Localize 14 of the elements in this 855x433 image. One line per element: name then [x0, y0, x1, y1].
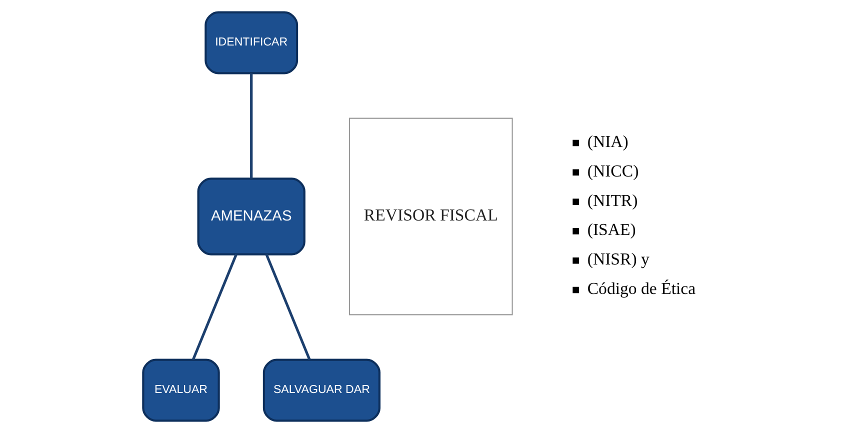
connector	[250, 73, 253, 179]
connector	[192, 254, 238, 360]
label: Código de Ética	[587, 278, 696, 298]
label: (NICC)	[587, 161, 639, 180]
label: (NITR)	[587, 190, 638, 210]
node-box: SALVAGUAR DAR	[262, 358, 380, 422]
connector	[265, 254, 311, 360]
node-box: EVALUAR	[142, 358, 220, 422]
label: (NISR) y	[587, 250, 650, 269]
label: (NIA)	[587, 132, 628, 151]
node-box: AMENAZAS	[197, 178, 306, 256]
node-box: REVISOR FISCAL	[349, 118, 513, 316]
node-box: IDENTIFICAR	[204, 11, 298, 74]
label: (ISAE)	[587, 220, 636, 240]
